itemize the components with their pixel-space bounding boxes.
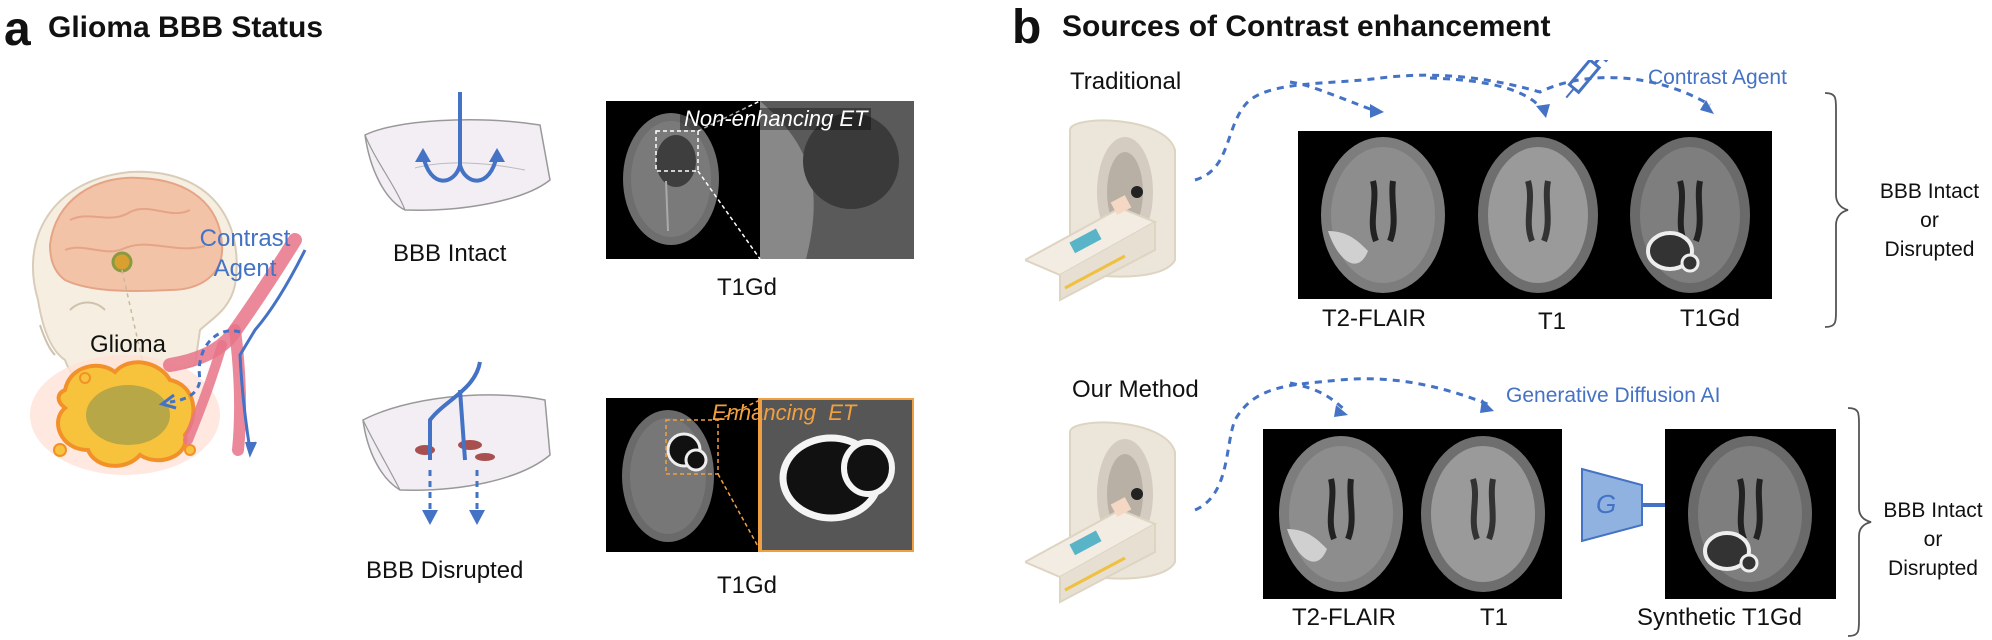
- top-image-label-2: T1: [1538, 308, 1567, 335]
- head-illustration: [30, 170, 307, 475]
- mri-scanner-icon: [1025, 119, 1176, 302]
- traditional-mri-strip: [1298, 131, 1772, 299]
- t1gd-non-enhancing-image: [606, 100, 914, 260]
- bbb-disrupted-label: BBB Disrupted: [366, 557, 524, 584]
- t1gd-bottom-label: T1Gd: [717, 572, 778, 599]
- blood-vessel-icon: [163, 233, 307, 458]
- t1gd-enhancing-image: [606, 396, 916, 554]
- traditional-arrows: [1194, 60, 1714, 182]
- bbb-intact-illustration: [364, 92, 551, 211]
- contrast-leak-arrow: [169, 329, 241, 404]
- glioma-blob-icon: [30, 355, 220, 475]
- panel-b-letter: b: [1012, 1, 1042, 54]
- bottom-image-label-1: T2-FLAIR: [1292, 604, 1397, 631]
- bottom-image-label-3: Synthetic T1Gd: [1637, 604, 1802, 631]
- t1-brain-top: [1478, 137, 1598, 293]
- bbb-status-bottom: BBB Intact or Disrupted: [1883, 499, 1983, 580]
- enhancing-label: Enhancing ET: [712, 400, 857, 425]
- mri-scanner-icon-2: [1025, 421, 1176, 604]
- generator-symbol: G: [1596, 489, 1617, 519]
- t1gd-brain-top: [1630, 137, 1750, 293]
- syringe-icon: [1565, 60, 1609, 99]
- t1-brain-bottom: [1421, 436, 1545, 592]
- brain-tumor-icon: [111, 251, 133, 273]
- bbb-disrupted-illustration: [362, 361, 551, 525]
- panel-a-title: Glioma BBB Status: [48, 11, 324, 44]
- generative-label: Generative Diffusion AI: [1506, 384, 1721, 407]
- panel-b-title: Sources of Contrast enhancement: [1062, 10, 1551, 43]
- t2-flair-brain-top: [1321, 137, 1445, 293]
- panel-a-letter: a: [4, 3, 31, 56]
- bbb-intact-label: BBB Intact: [393, 240, 507, 267]
- bottom-image-label-2: T1: [1480, 604, 1509, 631]
- our-method-mri-strip: [1263, 429, 1562, 599]
- t2-flair-brain-bottom: [1279, 436, 1403, 592]
- bbb-status-top: BBB Intact or Disrupted: [1879, 180, 1980, 261]
- t1gd-top-label: T1Gd: [717, 274, 778, 301]
- brace-bottom-icon: [1847, 407, 1872, 637]
- traditional-label: Traditional: [1070, 68, 1182, 95]
- brace-top-icon: [1824, 92, 1849, 328]
- synthetic-t1gd-image: [1665, 429, 1836, 599]
- our-method-label: Our Method: [1072, 376, 1199, 403]
- non-enhancing-label: Non-enhancing ET: [680, 108, 872, 130]
- our-method-arrows: [1194, 377, 1494, 512]
- contrast-agent-label-a: Contrast Agent: [199, 225, 291, 282]
- top-image-label-3: T1Gd: [1680, 305, 1741, 332]
- contrast-agent-label-b: Contrast Agent: [1648, 66, 1787, 89]
- glioma-label: Glioma: [90, 331, 167, 358]
- top-image-label-1: T2-FLAIR: [1322, 305, 1427, 332]
